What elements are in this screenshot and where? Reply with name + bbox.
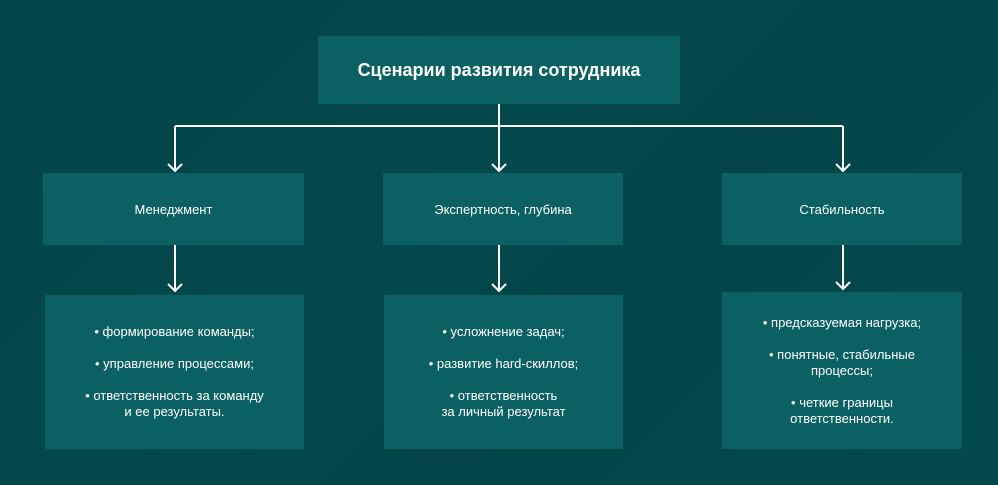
- expertise-list: • усложнение задач; • развитие hard-скил…: [384, 295, 623, 449]
- list-item: • развитие hard-скиллов;: [428, 356, 579, 371]
- diagram-title: Сценарии развития сотрудника: [318, 36, 680, 104]
- list-item: • ответственность за команду и ее резуль…: [85, 388, 264, 419]
- branch-expertise: Экспертность, глубина: [383, 173, 623, 245]
- management-list: • формирование команды; • управление про…: [45, 295, 304, 449]
- list-item: • формирование команды;: [94, 324, 255, 339]
- list-item: • ответственность за личный результат: [441, 388, 566, 419]
- branch-stability: Стабильность: [722, 173, 962, 245]
- list-item: • четкие границы ответственности.: [790, 394, 894, 426]
- list-item: • усложнение задач;: [442, 324, 565, 339]
- branch-management: Менеджмент: [43, 173, 304, 245]
- list-item: • понятные, стабильные процессы;: [769, 346, 915, 378]
- stability-list: • предсказуемая нагрузка; • понятные, ст…: [722, 292, 962, 449]
- list-item: • управление процессами;: [95, 356, 254, 371]
- list-item: • предсказуемая нагрузка;: [762, 314, 922, 330]
